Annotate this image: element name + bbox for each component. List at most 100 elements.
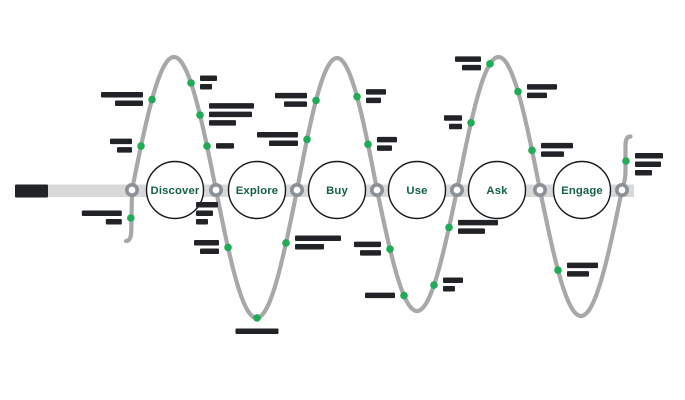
touchpoint-dot — [528, 146, 536, 155]
touchpoint-dot — [224, 243, 232, 252]
touchpoint-1 — [110, 138, 145, 153]
touchpoint-label-line — [462, 64, 481, 71]
touchpoint-dot — [137, 142, 145, 150]
touchpoint-label-line — [541, 151, 564, 157]
touchpoint-15 — [430, 277, 463, 292]
touchpoint-dot — [196, 111, 204, 119]
touchpoint-16 — [445, 219, 498, 234]
touchpoint-label-line — [105, 219, 122, 225]
touchpoint-12 — [364, 136, 397, 151]
connector-ring-3 — [369, 183, 384, 198]
touchpoint-label-line — [257, 131, 298, 138]
touchpoint-dot — [514, 87, 522, 96]
stage-circle-use — [387, 160, 447, 220]
touchpoint-label-line — [444, 115, 462, 121]
touchpoint-22 — [622, 153, 663, 176]
touchpoint-label-line — [635, 170, 652, 176]
baseline-start-label-block — [15, 184, 48, 198]
touchpoint-dot — [386, 245, 394, 253]
touchpoint-label-line — [284, 101, 307, 107]
stage-node-explore: Explore — [227, 160, 287, 220]
touchpoint-label-line — [275, 92, 307, 99]
stage-circle-engage — [552, 160, 612, 220]
touchpoint-label-line — [377, 145, 392, 151]
touchpoint-dot — [554, 266, 562, 274]
touchpoint-label-line — [200, 83, 212, 90]
touchpoint-label-line — [117, 147, 132, 153]
touchpoint-17 — [444, 115, 475, 130]
stage-label-explore: Explore — [236, 185, 279, 197]
touchpoint-3 — [187, 75, 217, 90]
touchpoint-21 — [554, 262, 598, 277]
connector-ring-5 — [532, 183, 547, 198]
touchpoint-label-line — [295, 235, 341, 241]
touchpoint-label-line — [354, 241, 381, 248]
stage-label-use: Use — [406, 185, 427, 197]
touchpoint-label-line — [209, 120, 236, 126]
journey-wave-line — [123, 54, 633, 321]
stage-node-buy: Buy — [307, 160, 367, 220]
touchpoint-label-line — [567, 271, 589, 277]
touchpoint-label-line — [216, 143, 234, 149]
touchpoint-dot — [622, 157, 630, 165]
touchpoint-dot — [353, 92, 361, 101]
connector-ring-1 — [209, 183, 224, 198]
connector-ring-4 — [449, 183, 464, 198]
touchpoint-4 — [196, 103, 254, 126]
touchpoint-label-line — [269, 140, 298, 146]
touchpoint-0 — [81, 210, 135, 225]
touchpoint-label-line — [365, 292, 395, 299]
touchpoint-14 — [365, 291, 408, 300]
touchpoint-dot — [312, 96, 320, 105]
touchpoint-label-line — [527, 92, 547, 99]
touchpoint-label-line — [635, 153, 663, 159]
touchpoint-label-line — [443, 286, 455, 292]
stage-circle-ask — [467, 160, 527, 220]
touchpoint-label-line — [366, 97, 381, 104]
stage-node-engage: Engage — [552, 160, 612, 220]
touchpoint-label-line — [101, 92, 143, 98]
stage-node-use: Use — [387, 160, 447, 220]
touchpoint-label-line — [200, 75, 217, 81]
touchpoint-5 — [203, 142, 234, 150]
stage-circle-discover — [145, 160, 205, 220]
touchpoint-dot — [486, 60, 494, 68]
touchpoint-label-line — [81, 210, 122, 216]
touchpoint-2 — [101, 92, 156, 107]
stage-circle-buy — [307, 160, 367, 220]
touchpoint-8 — [282, 235, 341, 250]
touchpoint-9 — [257, 131, 311, 146]
connector-ring-2 — [289, 183, 304, 198]
touchpoint-6 — [194, 239, 232, 254]
touchpoint-dot — [303, 135, 311, 144]
touchpoint-dot — [127, 214, 135, 222]
stage-label-discover: Discover — [151, 185, 200, 197]
stage-circle-explore — [227, 160, 287, 220]
touchpoint-label-line — [115, 100, 143, 107]
touchpoint-dot — [203, 142, 211, 150]
touchpoint-18 — [455, 56, 494, 71]
touchpoint-label-line — [449, 123, 462, 130]
touchpoint-label-line — [196, 202, 218, 208]
touchpoint-dot — [430, 281, 438, 289]
touchpoint-label-line — [209, 103, 254, 109]
touchpoint-dot — [148, 95, 156, 104]
touchpoint-label-line — [443, 277, 463, 284]
touchpoint-label-line — [366, 89, 386, 95]
touchpoint-13 — [354, 241, 394, 256]
touchpoint-label-line — [235, 328, 279, 334]
touchpoint-dot — [400, 291, 408, 300]
stage-label-ask: Ask — [486, 185, 508, 197]
touchpoint-label-line — [196, 210, 213, 216]
touchpoint-10 — [275, 92, 320, 107]
stage-node-ask: Ask — [467, 160, 527, 220]
touchpoint-label-line — [360, 250, 381, 256]
connector-ring-0 — [125, 183, 140, 198]
touchpoint-label-line — [295, 243, 324, 250]
touchpoint-7 — [235, 314, 279, 334]
stage-node-discover: Discover — [145, 160, 205, 220]
touchpoint-label-line — [455, 56, 481, 62]
touchpoint-dot — [445, 223, 453, 232]
